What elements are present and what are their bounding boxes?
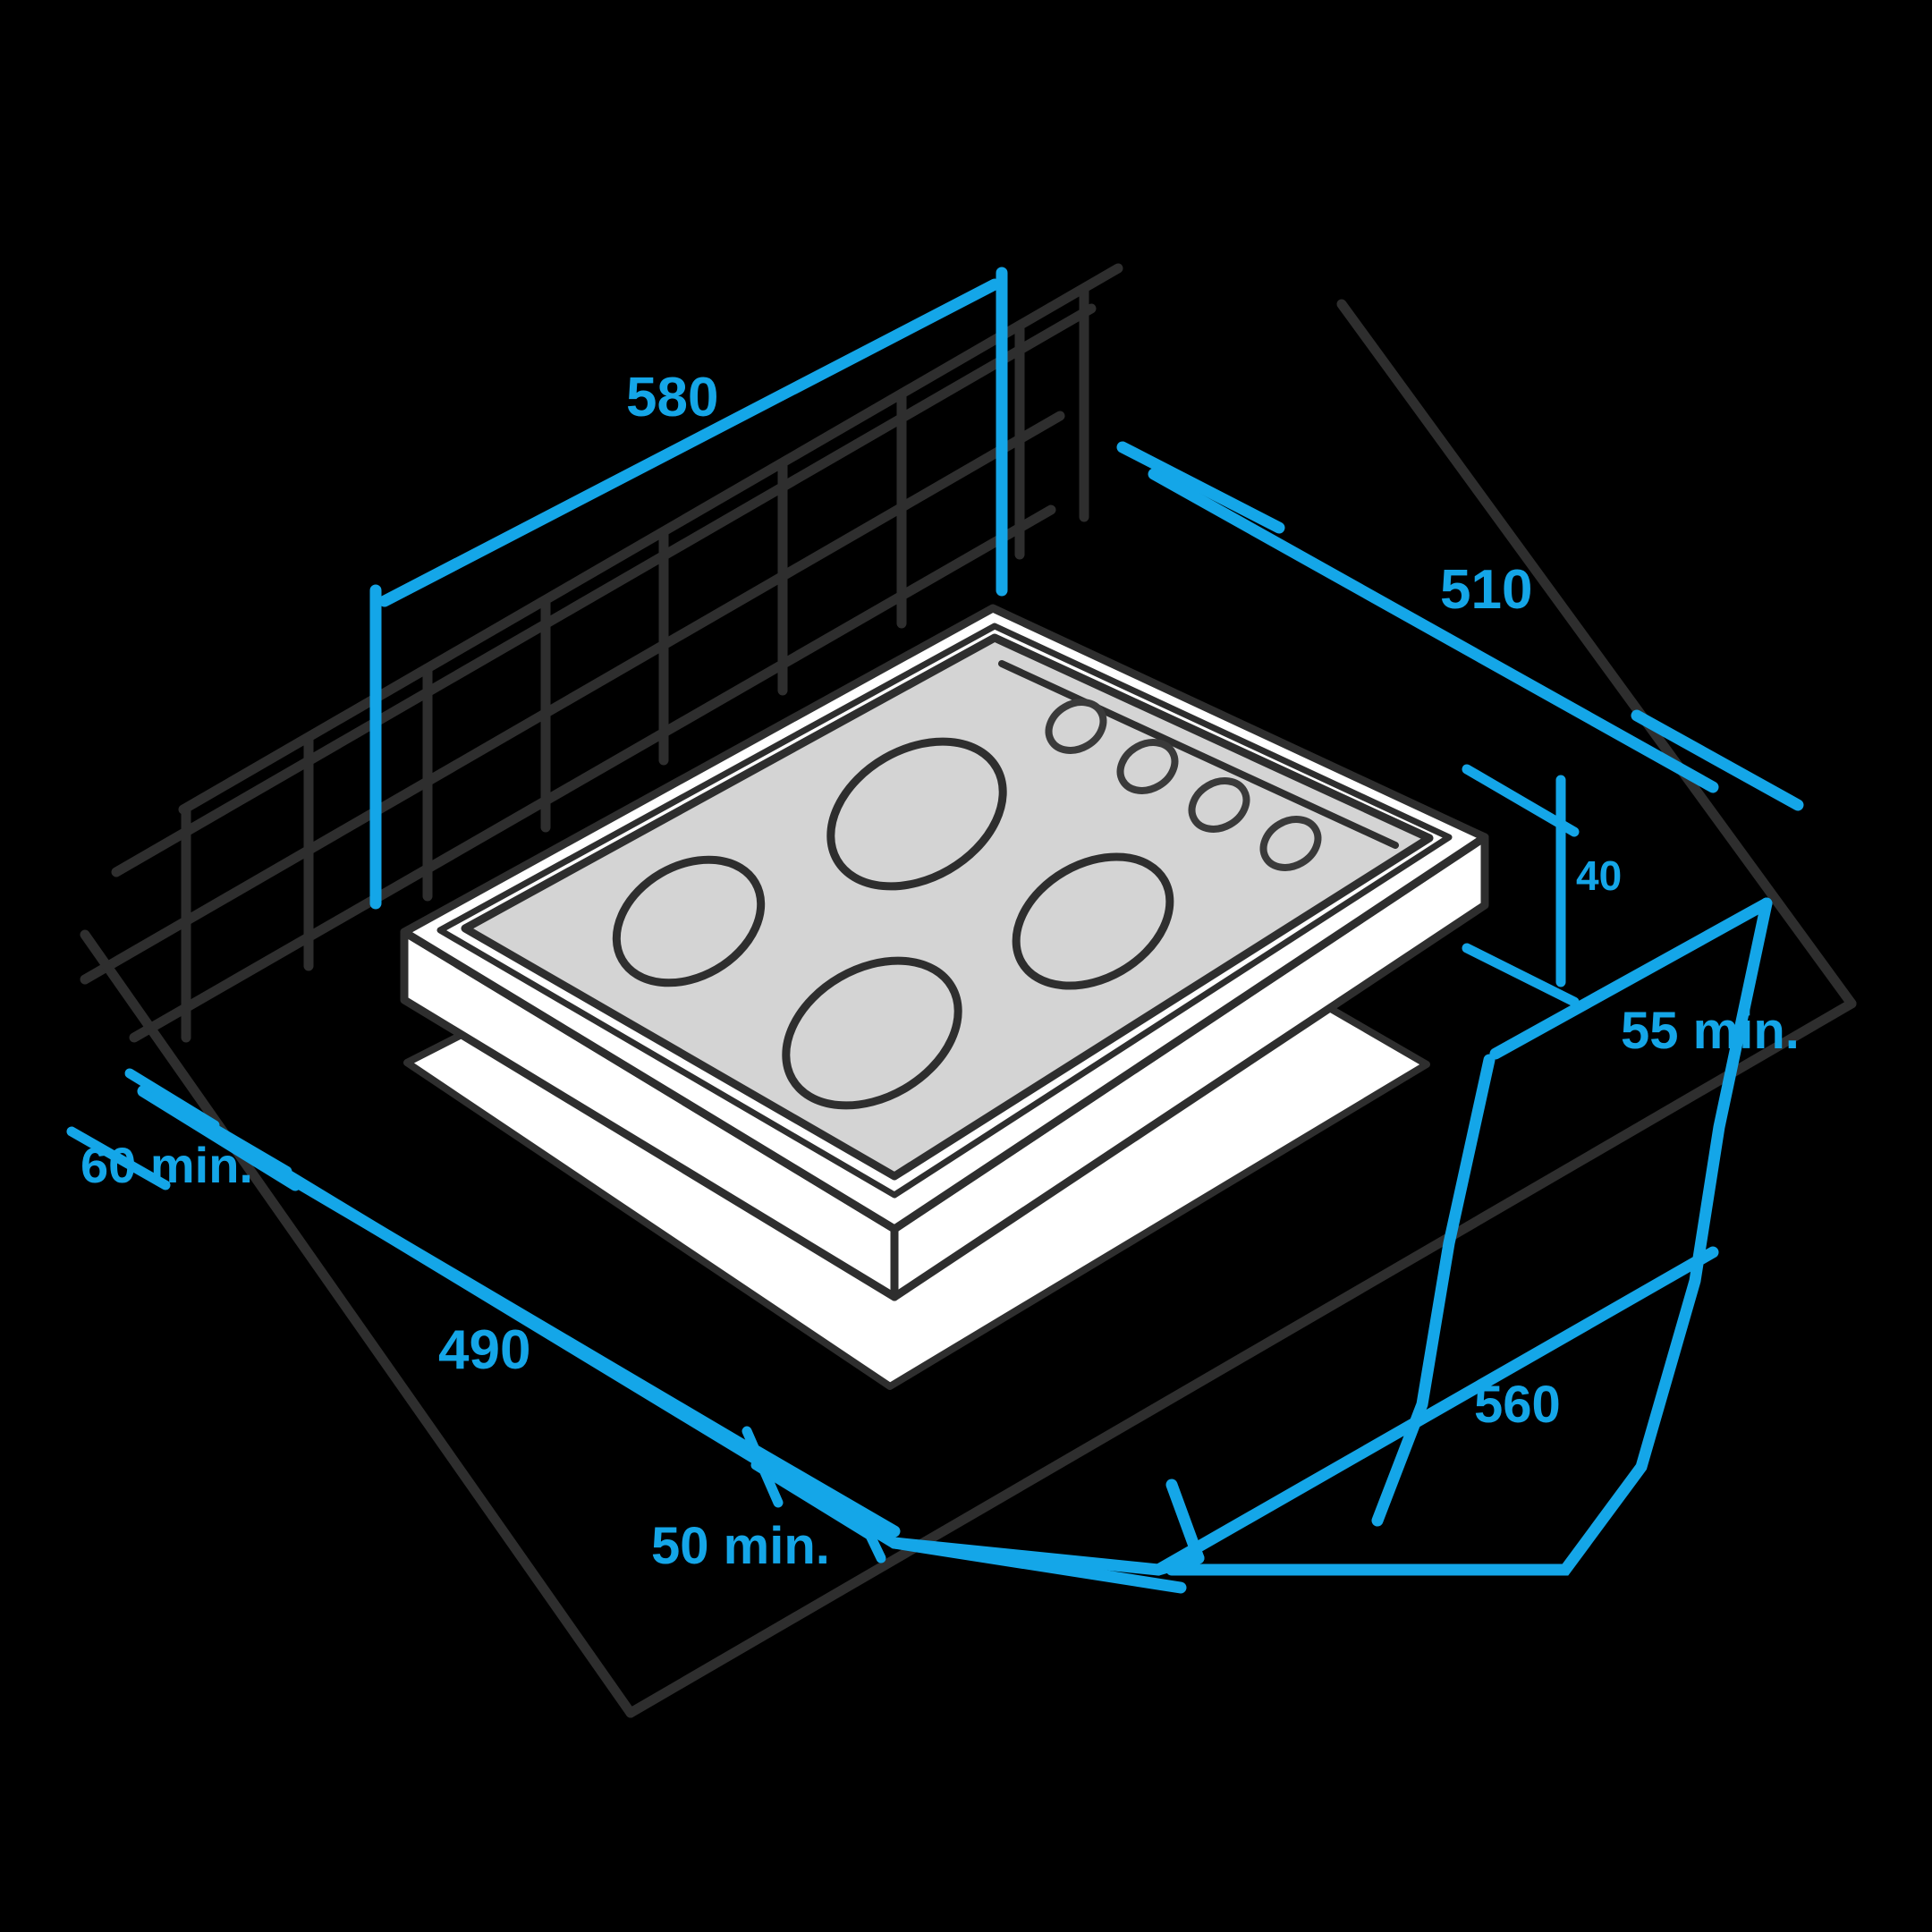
dim-label-hob-depth: 510 [1440, 559, 1532, 621]
dim-path-55-inner [1371, 1054, 1496, 1527]
knob-4[interactable] [1255, 809, 1326, 877]
dim-line-60 [66, 1126, 171, 1191]
dim-path-55-outer [1165, 897, 1773, 1576]
dim-line-510 [1148, 468, 1719, 793]
ext-line-55-a [1489, 897, 1773, 1060]
burner-rear-right [826, 737, 1007, 891]
burner-right [1012, 852, 1174, 990]
burner-group [612, 737, 1174, 1110]
knob-1[interactable] [1040, 692, 1112, 759]
clearance-outline-front [150, 1089, 1205, 1576]
dim-label-cutout-width: 490 [438, 1319, 530, 1381]
dim-label-worktop-depth: 560 [1474, 1376, 1561, 1434]
ext-line-40-bottom [1462, 943, 1580, 1007]
burner-left [612, 855, 766, 987]
dim-label-hob-width: 580 [626, 367, 718, 428]
dim-label-clearance-front: 50 min. [651, 1517, 830, 1575]
dim-label-hob-height: 40 [1576, 852, 1622, 899]
burner-front [782, 956, 962, 1110]
dim-label-clearance-side: 60 min. [80, 1137, 253, 1193]
dimension-annotations [66, 267, 1804, 1594]
clearance-outline-edge [888, 1537, 1187, 1594]
dim-line-580 [378, 278, 1001, 607]
dimension-labels: 580 510 40 490 560 55 min. 60 min. 50 mi… [80, 367, 1800, 1575]
ext-line-560 [1152, 1246, 1719, 1576]
hob-rim-inner-line [436, 623, 1453, 1199]
dim-label-clearance-rear: 55 min. [1621, 1002, 1800, 1060]
